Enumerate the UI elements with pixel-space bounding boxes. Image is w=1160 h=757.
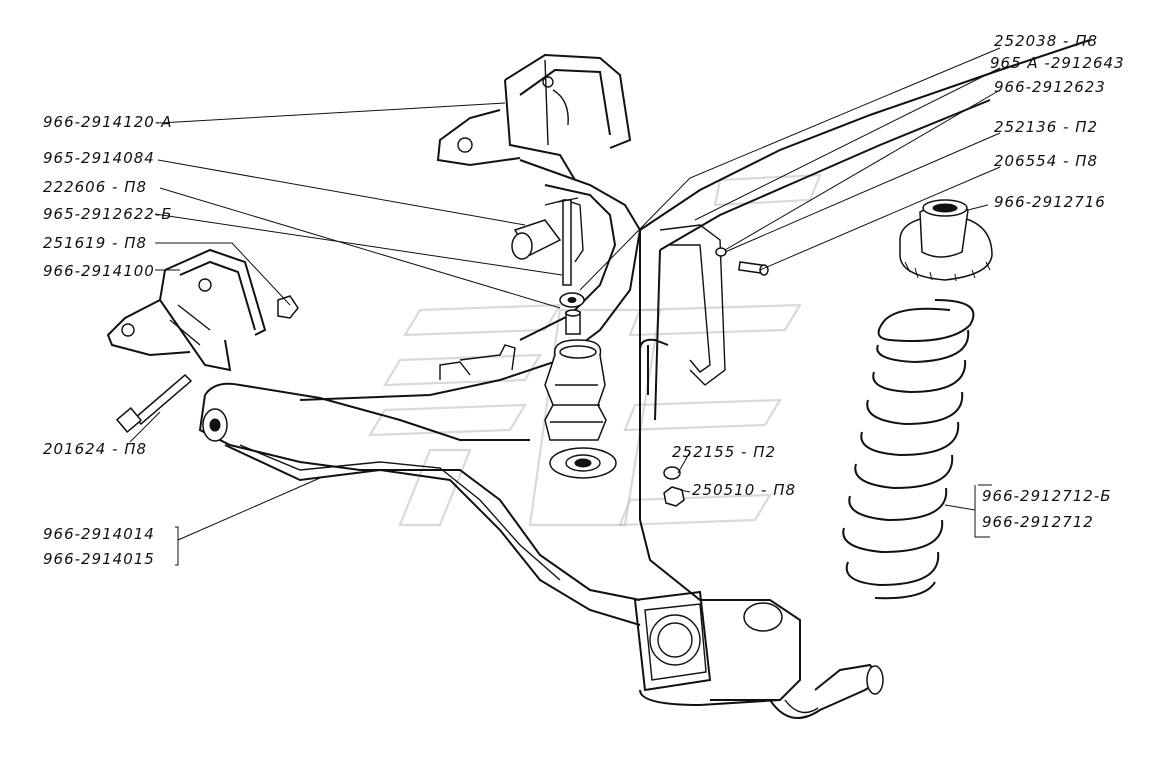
rubber-buffer-stack bbox=[544, 292, 617, 479]
small-nuts-part bbox=[663, 466, 685, 507]
long-bolt-part bbox=[115, 373, 193, 433]
small-bolt-part bbox=[715, 247, 769, 276]
label-965-2914084: 965-2914084 bbox=[43, 149, 155, 167]
lower-control-arm-part bbox=[198, 382, 884, 719]
label-222606-p8: 222606 - П8 bbox=[43, 178, 147, 196]
lower-bracket-part bbox=[106, 248, 299, 372]
label-966-2914100: 966-2914100 bbox=[43, 262, 155, 280]
upper-bracket-part bbox=[436, 53, 632, 181]
label-965a-2912643: 965 А -2912643 bbox=[990, 54, 1125, 72]
label-966-2914120-a: 966-2914120-А bbox=[43, 113, 173, 131]
hook-rod-part bbox=[639, 338, 669, 395]
label-966-2914014: 966-2914014 bbox=[43, 525, 155, 543]
label-966-2912712: 966-2912712 bbox=[982, 513, 1094, 531]
label-965-2912622-b: 965-2912622-Б bbox=[43, 205, 173, 223]
label-966-2912712-b: 966-2912712-Б bbox=[982, 487, 1112, 505]
part-labels: 252038 - П8 965 А -2912643 966-2912623 2… bbox=[43, 32, 1125, 568]
label-206554-p8: 206554 - П8 bbox=[994, 152, 1098, 170]
spring-seat-part bbox=[899, 199, 993, 282]
label-251619-p8: 251619 - П8 bbox=[43, 234, 147, 252]
label-966-2912716: 966-2912716 bbox=[994, 193, 1106, 211]
label-252136-p2: 252136 - П2 bbox=[994, 118, 1098, 136]
crossmember-frame bbox=[299, 39, 1091, 520]
leader-lines bbox=[129, 47, 1001, 566]
label-201624-p8: 201624 - П8 bbox=[43, 440, 147, 458]
label-966-2912623: 966-2912623 bbox=[994, 78, 1106, 96]
coil-spring-part bbox=[842, 299, 975, 600]
label-966-2914015: 966-2914015 bbox=[43, 550, 155, 568]
label-252038-p8: 252038 - П8 bbox=[994, 32, 1098, 50]
label-250510-p8: 250510 - П8 bbox=[692, 481, 796, 499]
label-252155-p2: 252155 - П2 bbox=[672, 443, 776, 461]
bushing-bolt-part bbox=[511, 197, 584, 286]
